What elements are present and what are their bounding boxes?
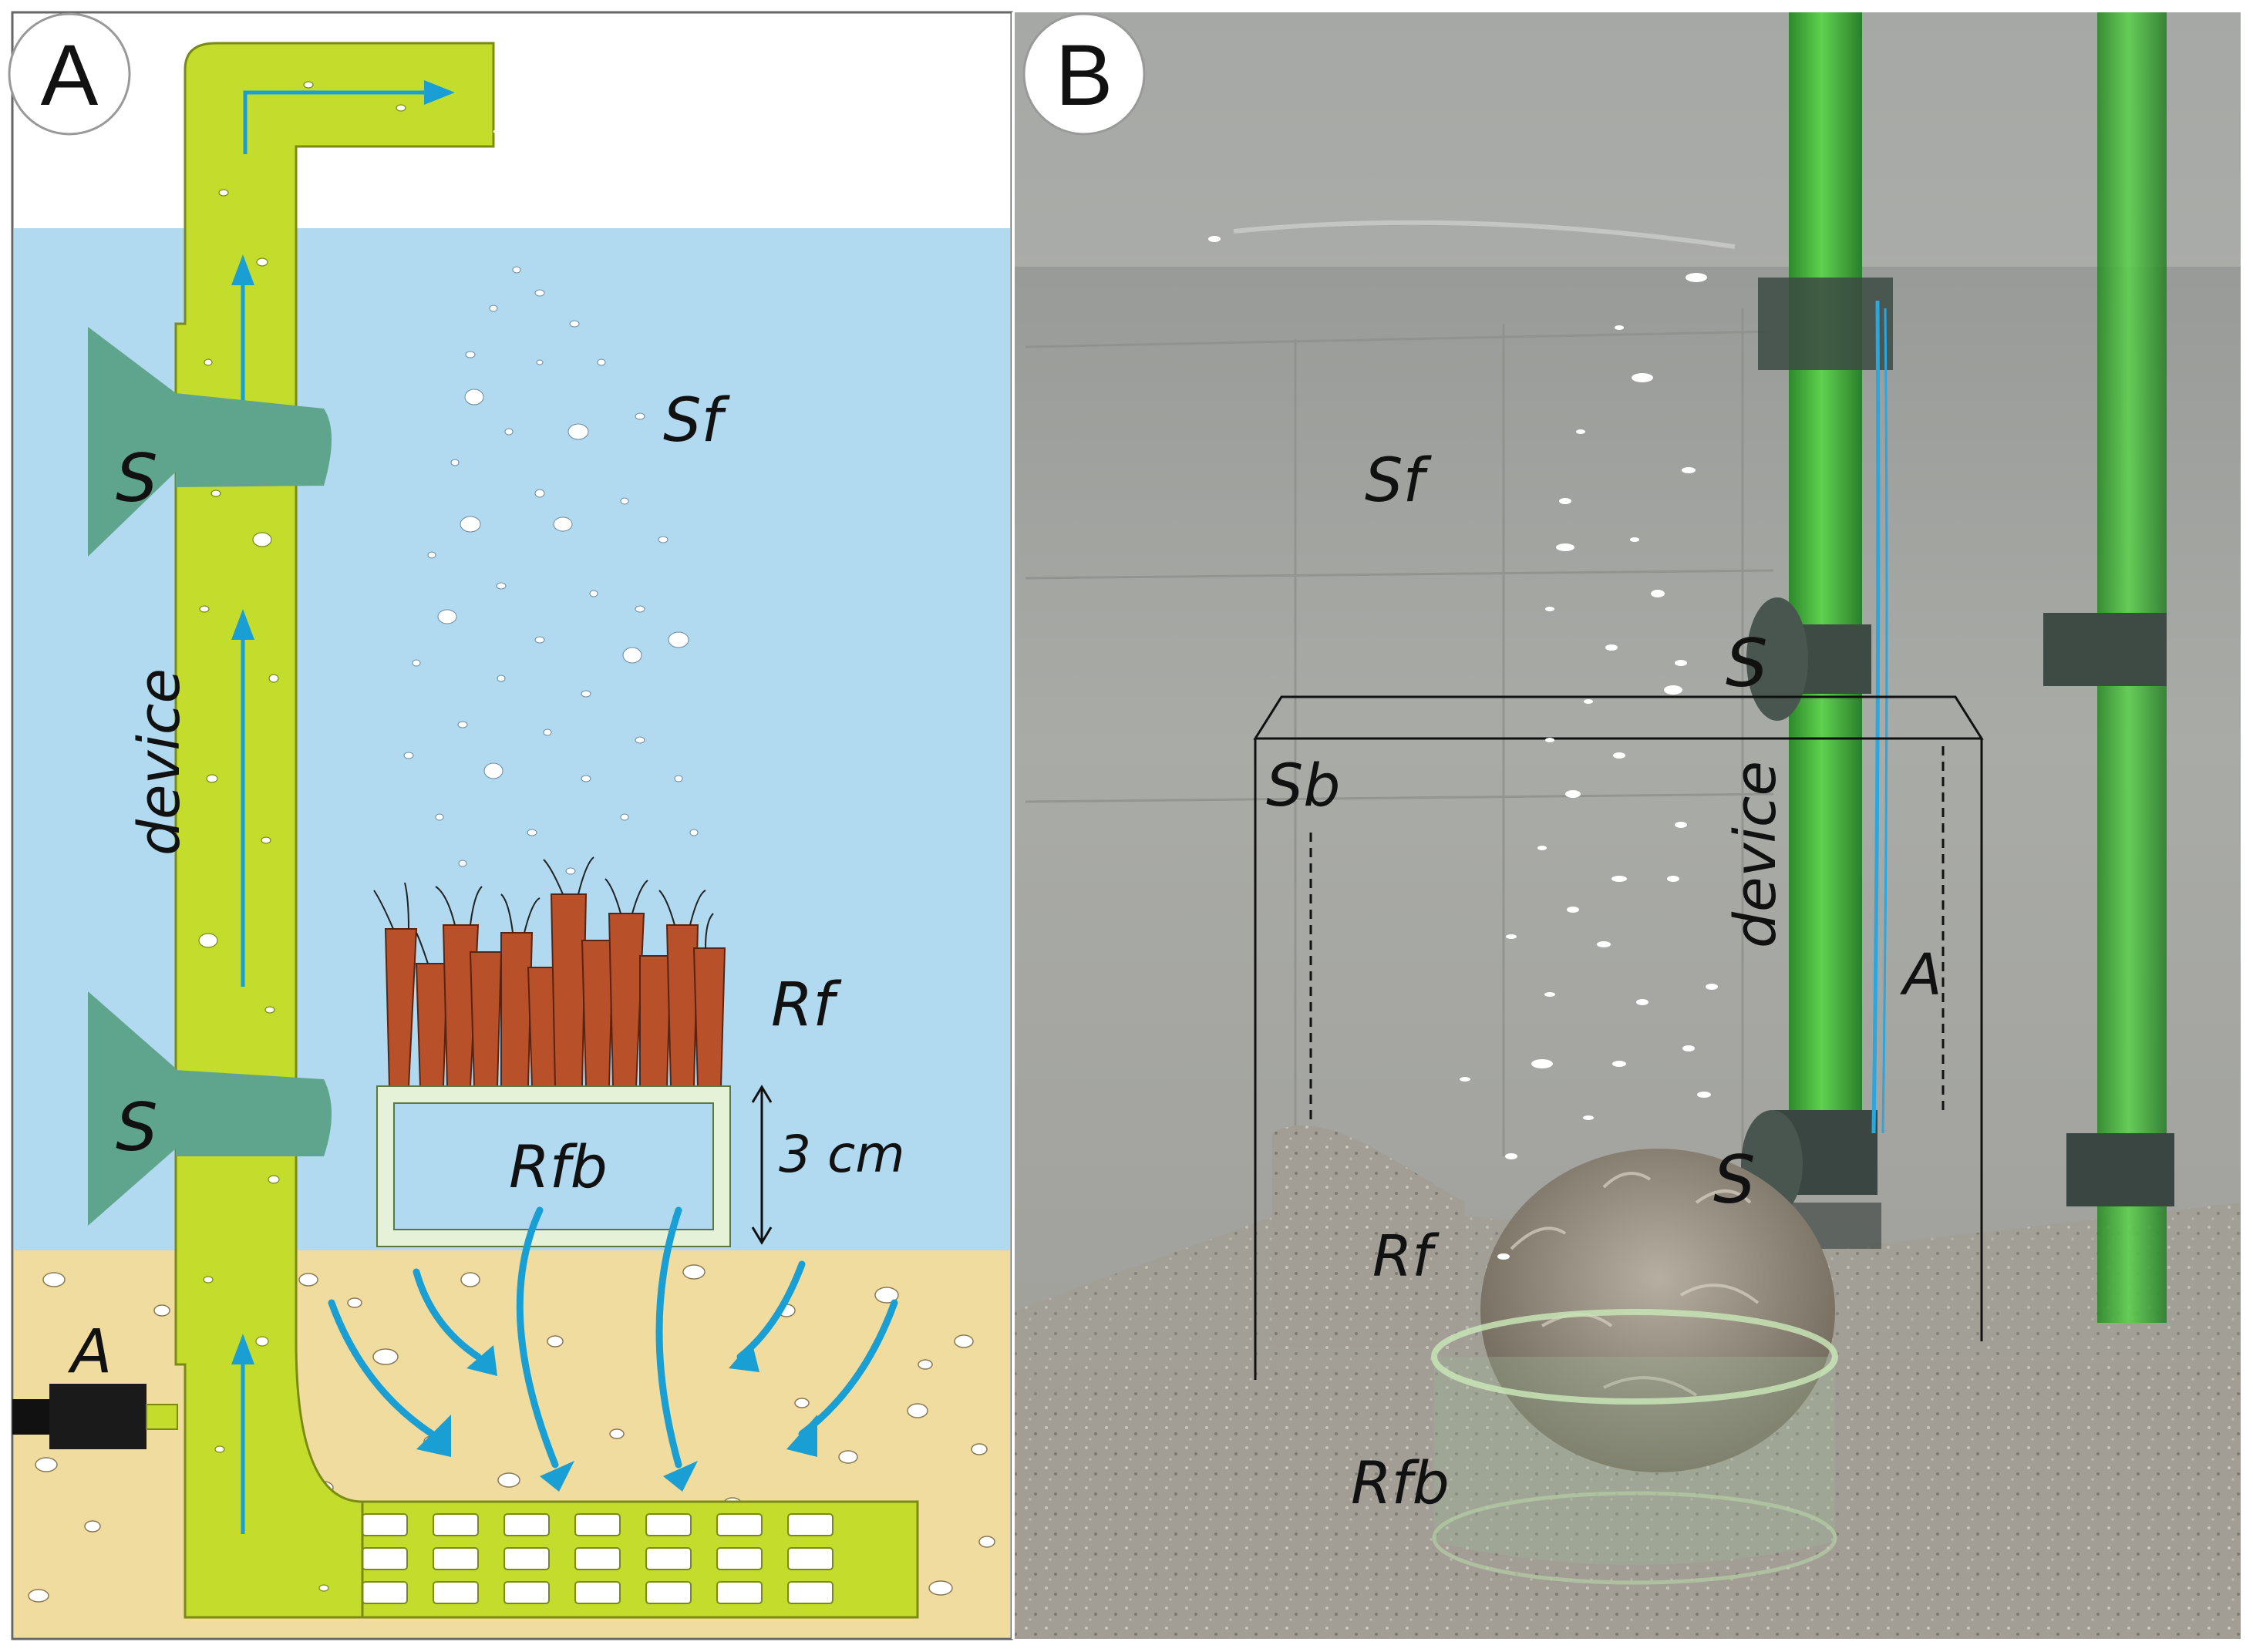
suction-cup-bottom	[88, 991, 332, 1226]
green-tube-back	[2043, 12, 2174, 1323]
panel-divider	[1012, 12, 1015, 1639]
sand-mound	[1272, 1125, 1465, 1349]
polyp-tentacles	[373, 856, 714, 964]
panel-b-letter: B	[1056, 27, 1113, 123]
panel-b-badge: B	[1022, 12, 1146, 136]
sand-flow-arrowheads	[416, 1341, 817, 1492]
label-b-sf: Sf	[1365, 446, 1433, 516]
label-s-bottom: S	[116, 1089, 158, 1166]
label-b-device: device	[1723, 761, 1789, 948]
label-b-rf: Rf	[1372, 1223, 1440, 1290]
panel-a-badge: A	[8, 12, 131, 136]
sb-box-outline	[1253, 695, 1984, 1380]
label-b-s-bottom: S	[1713, 1142, 1756, 1219]
label-sf: Sf	[663, 386, 731, 456]
label-b-rfb: Rfb	[1351, 1448, 1450, 1517]
pipe-flow-arrowheads	[231, 80, 455, 1364]
rfb-base-box	[377, 1086, 730, 1247]
photo-particles	[1208, 236, 1718, 1260]
sand-pebbles	[28, 1264, 995, 1603]
label-rfb: Rfb	[509, 1132, 608, 1201]
label-b-a: A	[1900, 942, 1942, 1008]
rfb-ring-photo	[1431, 1309, 1838, 1585]
panel-a-letter: A	[41, 27, 99, 123]
label-device: device	[126, 668, 193, 856]
panel-a: A Sf S S device Rf Rfb 3 cm A	[8, 11, 1013, 1640]
label-a: A	[67, 1317, 112, 1387]
outflow-splash	[346, 130, 695, 227]
distance-marker	[751, 1085, 773, 1245]
label-s-top: S	[116, 440, 158, 517]
panel-b: B Sf Sb S S device A Rf Rfb	[1015, 12, 2241, 1639]
background-wall	[1025, 308, 1774, 1156]
label-b-s-top: S	[1726, 625, 1768, 702]
label-distance: 3 cm	[779, 1125, 905, 1184]
polyp-colony	[384, 893, 726, 1088]
label-rf: Rf	[771, 971, 842, 1040]
pipe-bubbles	[198, 81, 406, 1592]
label-b-sb: Sb	[1266, 751, 1340, 819]
water-surface	[1015, 12, 2241, 267]
air-inlet	[12, 1384, 178, 1449]
suction-cup-top	[88, 327, 332, 557]
green-tube-front	[1758, 12, 1893, 1249]
sand-foreground	[1015, 1358, 2241, 1639]
pipe-flow-arrows	[241, 90, 432, 1534]
suction-cup-photo-top	[1746, 597, 1808, 721]
sediment-particles	[403, 266, 699, 875]
